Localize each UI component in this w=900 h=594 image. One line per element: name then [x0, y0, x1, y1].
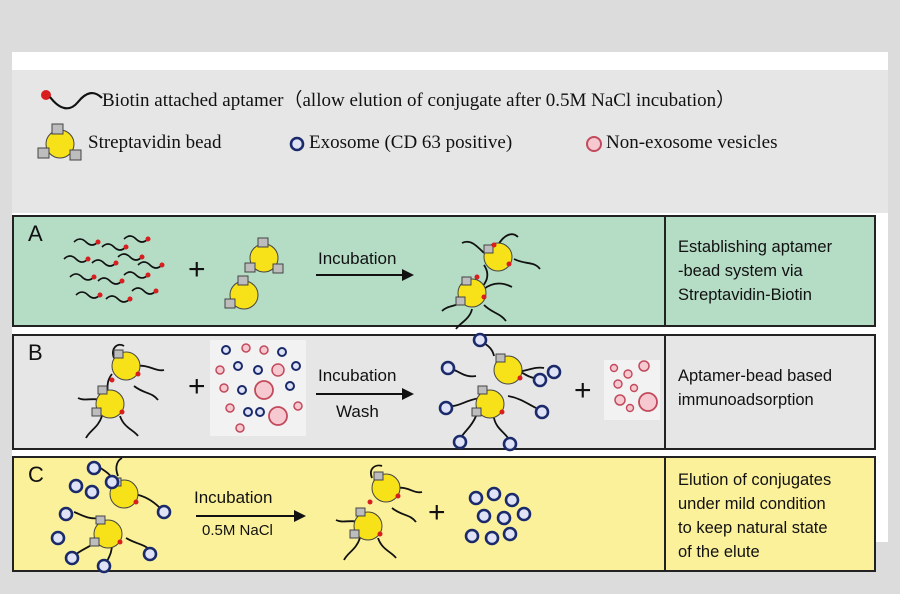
aptamer-bead-complex-icon	[441, 233, 541, 330]
panel-c: C	[12, 456, 876, 574]
description-line: Establishing aptamer	[678, 238, 833, 256]
unbound-vesicles-group	[604, 360, 660, 420]
aptamer-symbol-icon	[41, 90, 103, 110]
arrow-head-icon	[402, 269, 414, 281]
streptavidin-bead-icon	[244, 237, 284, 274]
mixed-vesicles-group	[210, 340, 306, 436]
panel-a-art	[63, 233, 541, 330]
arrow-label-top: Incubation	[318, 366, 397, 385]
streptavidin-bead-icon	[224, 275, 259, 310]
panel-description: Elution of conjugates under mild conditi…	[678, 468, 831, 564]
plus-sign: +	[188, 253, 206, 286]
description-line: immunoadsorption	[678, 391, 814, 409]
panel-divider	[664, 458, 666, 570]
free-aptamers-group	[63, 235, 165, 303]
panel-divider	[664, 217, 666, 325]
legend-bead-label: Streptavidin bead	[88, 132, 222, 153]
description-line: Aptamer-bead based	[678, 367, 833, 385]
legend-nonexosome-label: Non-exosome vesicles	[606, 132, 778, 153]
description-line: Streptavidin-Biotin	[678, 286, 812, 304]
panel-description: Aptamer-bead based immunoadsorption	[678, 364, 832, 412]
streptavidin-bead-icon	[37, 123, 82, 161]
arrow-label-bottom: 0.5M NaCl	[202, 522, 273, 539]
description-line: of the elute	[678, 543, 760, 561]
panel-b: B	[12, 332, 876, 452]
panel-a: A	[12, 215, 876, 330]
arrow-head-icon	[402, 388, 414, 400]
description-line: to keep natural state	[678, 519, 828, 537]
legend-exosome-label: Exosome (CD 63 positive)	[309, 132, 513, 153]
arrow-label-top: Incubation	[318, 249, 397, 268]
panel-c-art	[50, 457, 532, 574]
plus-sign: +	[188, 370, 206, 403]
panel-b-art	[77, 332, 660, 452]
description-line: -bead system via	[678, 262, 803, 280]
legend-art	[37, 90, 602, 161]
panel-letter: B	[28, 340, 43, 365]
exosome-icon	[289, 136, 305, 152]
panel-description: Establishing aptamer -bead system via St…	[678, 235, 832, 307]
eluted-exosomes-group	[464, 486, 532, 546]
plus-sign: +	[428, 496, 446, 529]
panel-letter: C	[28, 462, 44, 487]
legend: Biotin attached aptamer（allow elution of…	[12, 70, 888, 213]
non-exosome-vesicle-icon	[586, 136, 602, 152]
description-line: under mild condition	[678, 495, 826, 513]
diagram-figure: Biotin attached aptamer（allow elution of…	[12, 52, 888, 574]
arrow-label-bottom: Wash	[336, 402, 379, 421]
plus-sign: +	[574, 374, 592, 407]
panel-letter: A	[28, 221, 43, 246]
aptamer-bead-complex-icon	[335, 464, 423, 561]
arrow-head-icon	[294, 510, 306, 522]
description-line: Elution of conjugates	[678, 471, 832, 489]
captured-exosome-complex-icon	[438, 332, 562, 452]
legend-aptamer-label: Biotin attached aptamer（allow elution of…	[102, 90, 736, 111]
captured-exosome-complex-icon	[50, 457, 172, 574]
arrow-label-top: Incubation	[194, 488, 273, 507]
panel-divider	[664, 336, 666, 448]
aptamer-bead-complex-icon	[77, 343, 165, 439]
